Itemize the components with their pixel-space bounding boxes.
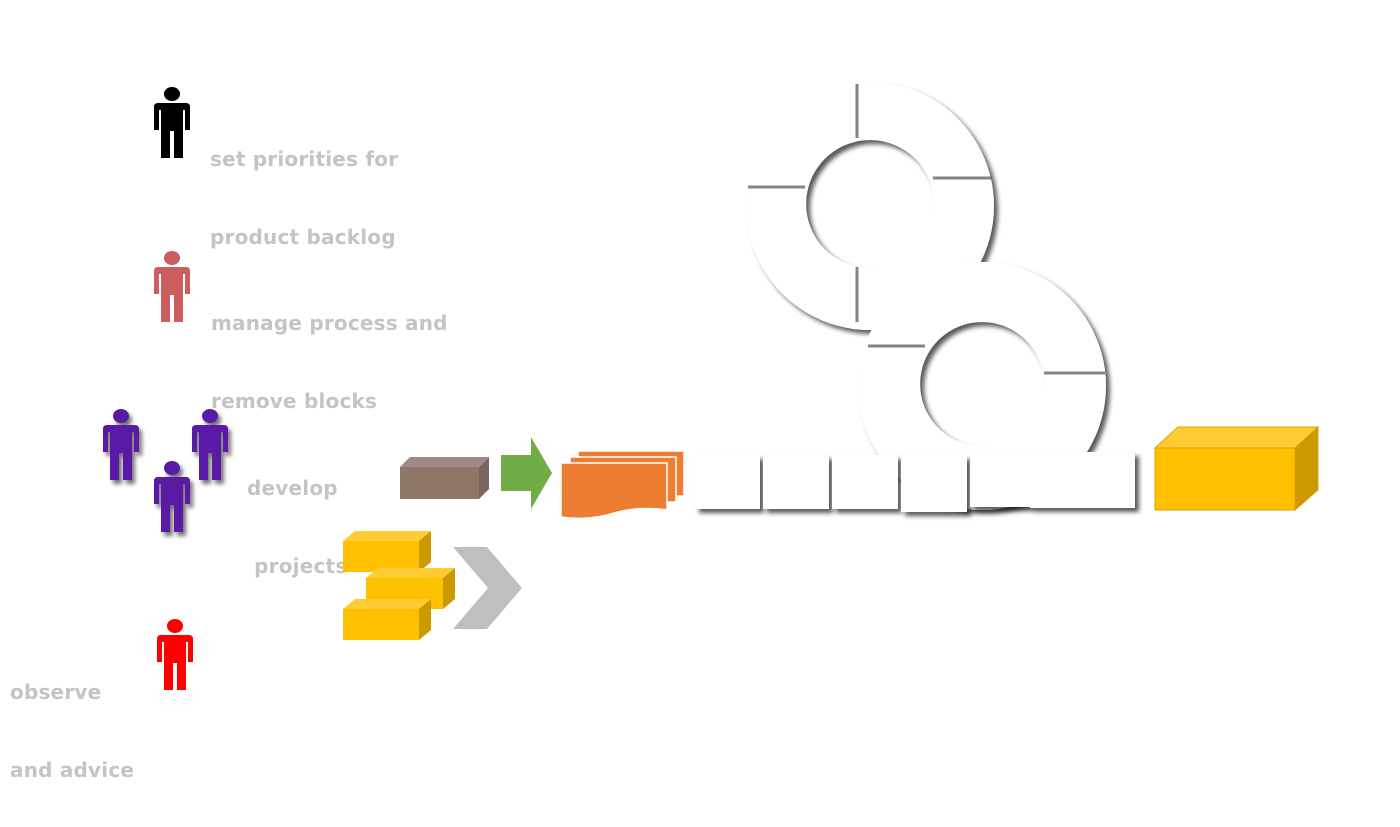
stakeholder-label: observe and advice — [10, 627, 134, 809]
increment-block — [832, 455, 898, 509]
role-line: develop — [247, 476, 338, 500]
cube-icon — [343, 531, 431, 572]
product-owner-label: set priorities for product backlog — [210, 94, 398, 276]
scrum-master-label: manage process and remove blocks — [211, 258, 448, 440]
chevron-right-icon — [453, 547, 522, 629]
scrum-master-person-icon — [152, 250, 192, 322]
sprint-cycle-icon — [745, 82, 994, 330]
product-backlog-cube-icon — [400, 457, 489, 499]
increment-block — [1030, 452, 1135, 508]
developer-person-icon — [152, 460, 192, 532]
product-owner-person-icon — [152, 86, 192, 158]
increment-block — [763, 455, 829, 509]
cube-icon — [343, 599, 431, 640]
role-line: manage process and — [211, 311, 448, 335]
developer-person-icon — [101, 408, 141, 480]
increment-block — [695, 455, 760, 509]
increment-block — [901, 455, 967, 512]
development-team-label: develop projects — [247, 423, 347, 605]
role-line: product backlog — [210, 225, 396, 249]
role-line: observe — [10, 680, 102, 704]
stakeholder-person-icon — [155, 618, 195, 690]
developer-person-icon — [190, 408, 230, 480]
daily-increment-blocks — [695, 452, 1135, 512]
person-shape — [154, 87, 190, 158]
role-line: projects — [247, 554, 348, 578]
product-increment-cube-icon — [1153, 425, 1320, 512]
increment-block — [970, 455, 1030, 507]
cycle-divider — [748, 84, 1105, 375]
arrow-right-icon — [501, 437, 552, 509]
sprint-backlog-document-stack-icon — [560, 450, 685, 520]
cube-icon — [366, 568, 455, 609]
released-features-cube-stack — [343, 531, 455, 640]
role-line: set priorities for — [210, 147, 399, 171]
role-line: remove blocks — [211, 389, 378, 413]
role-line: and advice — [10, 758, 135, 782]
